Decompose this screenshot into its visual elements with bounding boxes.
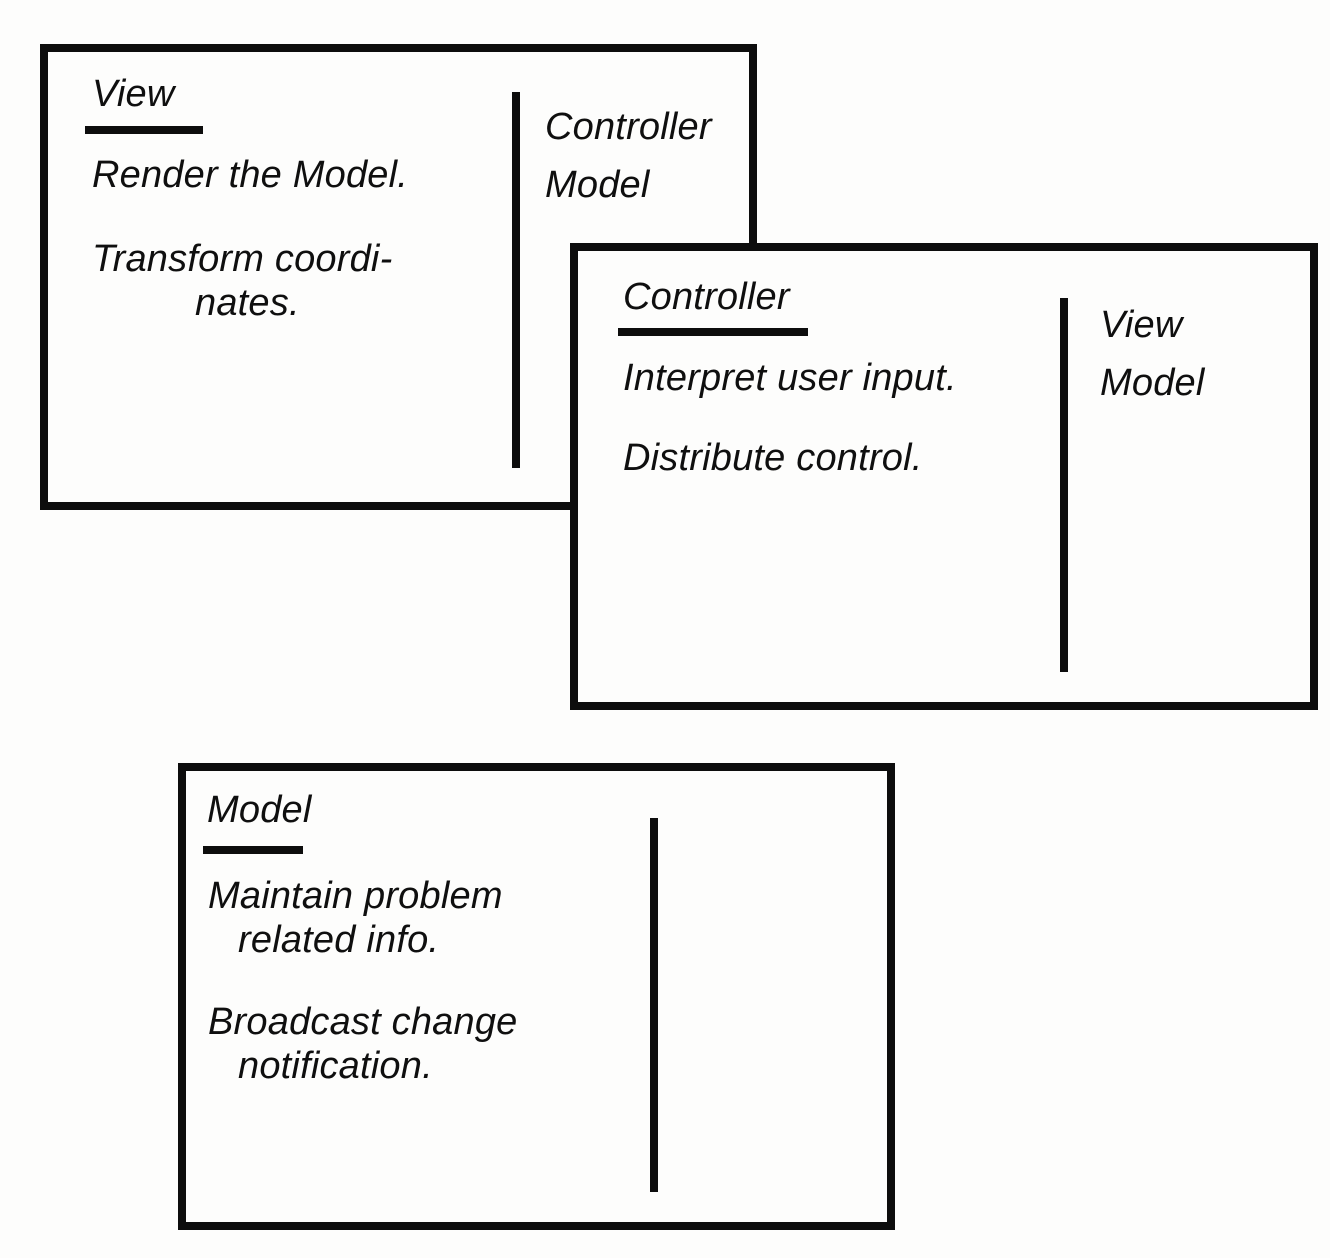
responsibility: Broadcast change notification.	[208, 1000, 518, 1088]
responsibility-line: Render the Model.	[92, 154, 409, 196]
responsibility: Distribute control.	[623, 436, 922, 480]
responsibility-line: Distribute control.	[623, 437, 923, 479]
collaborator-label: View	[1100, 304, 1183, 346]
responsibility-line: Interpret user input.	[623, 357, 957, 399]
responsibility-line: Maintain problem	[208, 875, 503, 917]
responsibility-line: nates.	[195, 282, 300, 324]
card-title: View	[92, 73, 175, 115]
crc-card-controller: Controller Interpret user input. Distrib…	[570, 243, 1318, 710]
card-title-underline	[203, 846, 303, 854]
collaborators-divider-line	[1060, 298, 1068, 672]
collaborators-list: View Model	[1100, 296, 1205, 412]
responsibility-line: Broadcast change	[208, 1001, 518, 1043]
responsibility-line: related info.	[238, 919, 440, 961]
card-title: Controller	[623, 276, 790, 318]
collaborator-label: Controller	[545, 106, 712, 148]
card-title-underline	[618, 328, 808, 336]
responsibility: Transform coordi- nates.	[92, 237, 392, 325]
responsibility-line: Transform coordi-	[92, 238, 393, 280]
responsibility: Maintain problem related info.	[208, 874, 503, 962]
responsibility: Interpret user input.	[623, 356, 957, 400]
card-title-underline	[85, 126, 203, 134]
collaborators-list: Controller Model	[545, 98, 712, 214]
crc-card-model: Model Maintain problem related info. Bro…	[178, 763, 895, 1230]
responsibility-line: notification.	[238, 1045, 433, 1087]
card-title: Model	[207, 789, 312, 831]
collaborators-divider-line	[512, 92, 520, 468]
responsibility: Render the Model.	[92, 153, 408, 197]
collaborator-label: Model	[1100, 362, 1205, 404]
collaborators-divider-line	[650, 818, 658, 1192]
collaborator-label: Model	[545, 164, 650, 206]
